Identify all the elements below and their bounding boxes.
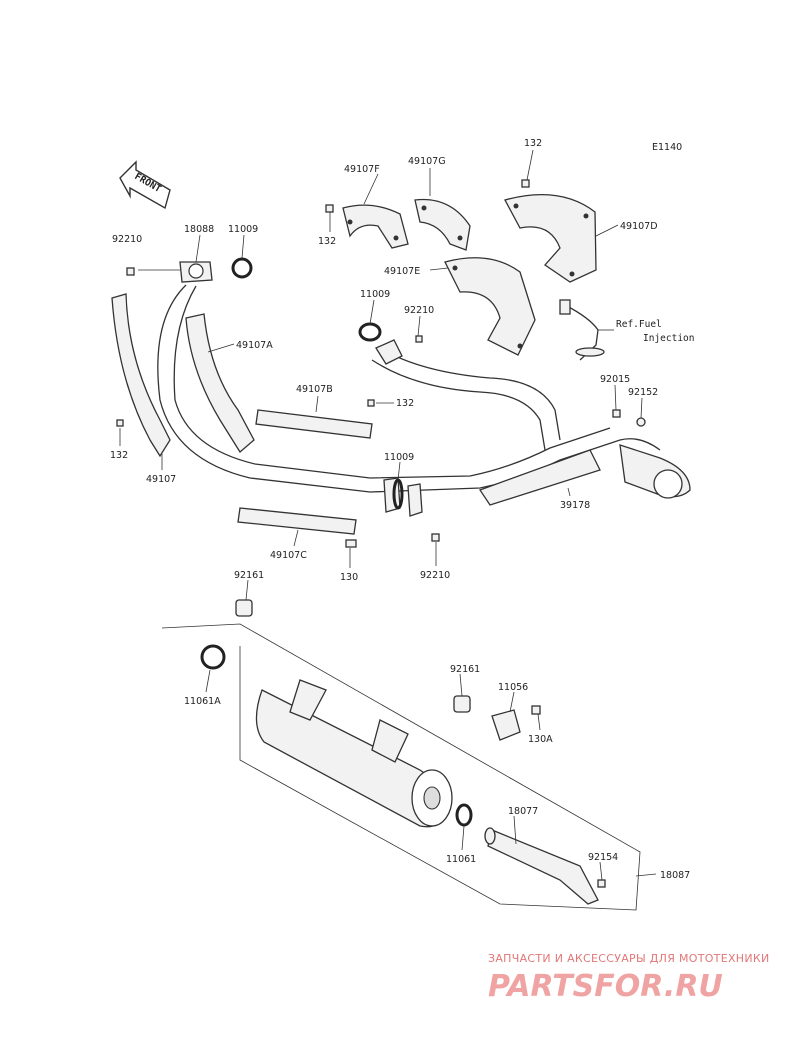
label-130: 130 <box>340 572 358 583</box>
nut-92210-c <box>431 533 440 542</box>
diagram-code: E1140 <box>652 142 682 153</box>
ref-note-line1: Ref.Fuel <box>616 319 662 330</box>
label-49107: 49107 <box>146 474 176 485</box>
collar-92161-a <box>235 599 253 617</box>
heat-shield-49107C <box>237 507 357 535</box>
label-92015: 92015 <box>600 374 630 385</box>
label-11009-c: 11009 <box>384 452 414 463</box>
bolt-130 <box>345 539 357 548</box>
collar-92161-b <box>453 695 471 713</box>
watermark-logo: PARTSFOR.RU <box>488 969 723 1004</box>
damper-11056 <box>491 709 521 741</box>
bolt-132-mid <box>367 399 375 407</box>
front-arrow-icon: FRONT <box>119 160 171 210</box>
o2-sensor <box>559 299 605 361</box>
label-18077: 18077 <box>508 806 538 817</box>
label-132-far: 132 <box>110 450 128 461</box>
nut-92015 <box>612 409 621 418</box>
nut-92154 <box>597 879 606 888</box>
exhaust-header-pipe <box>157 284 661 493</box>
gasket-11061A <box>200 644 226 670</box>
label-49107B: 49107B <box>296 384 333 395</box>
tail-pipe-18077 <box>484 827 599 905</box>
heat-shield-49107F <box>342 204 409 249</box>
label-49107E: 49107E <box>384 266 420 277</box>
muffler-18087 <box>255 679 453 828</box>
heat-shield-49107E <box>444 257 536 356</box>
label-11009-a: 11009 <box>228 224 258 235</box>
collector-39178 <box>479 444 691 506</box>
label-132-mid: 132 <box>396 398 414 409</box>
heat-shield-49107A <box>185 313 255 453</box>
label-92152: 92152 <box>628 387 658 398</box>
watermark-tagline: ЗАПЧАСТИ И АКСЕССУАРЫ ДЛЯ МОТОТЕХНИКИ <box>488 952 770 965</box>
watermark: ЗАПЧАСТИ И АКСЕССУАРЫ ДЛЯ МОТОТЕХНИКИ PA… <box>488 952 770 1004</box>
heat-shield-49107B <box>255 409 373 439</box>
label-39178: 39178 <box>560 500 590 511</box>
label-11061A: 11061A <box>184 696 221 707</box>
part-labels: 132 49107F 49107G 132 49107D 49107E 9221… <box>110 138 694 881</box>
label-92154: 92154 <box>588 852 618 863</box>
label-92161-b: 92161 <box>450 664 480 675</box>
label-49107A: 49107A <box>236 340 273 351</box>
leader-lines <box>119 149 657 881</box>
label-132-left: 132 <box>318 236 336 247</box>
label-132-top: 132 <box>524 138 542 149</box>
muffler-group-frame <box>161 623 641 911</box>
heat-shield-49107 <box>111 293 171 458</box>
ref-note-line2: Injection <box>643 333 694 344</box>
exhaust-header-pipe-upper <box>371 347 561 451</box>
label-18088: 18088 <box>184 224 214 235</box>
gasket-11009-a <box>231 257 253 279</box>
label-49107D: 49107D <box>620 221 658 232</box>
label-92210-a: 92210 <box>112 234 142 245</box>
label-11061: 11061 <box>446 854 476 865</box>
label-49107F: 49107F <box>344 164 380 175</box>
pipe-flange-rear <box>407 483 423 517</box>
label-92210-c: 92210 <box>420 570 450 581</box>
gasket-11009-b <box>358 322 382 342</box>
washer-92152 <box>636 417 646 427</box>
label-92210-b: 92210 <box>404 305 434 316</box>
label-49107G: 49107G <box>408 156 446 167</box>
label-11056: 11056 <box>498 682 528 693</box>
gasket-18088 <box>179 261 213 283</box>
nut-92210-b <box>415 335 423 343</box>
bolt-132-far <box>116 419 124 427</box>
label-18087: 18087 <box>660 870 690 881</box>
label-130A: 130A <box>528 734 553 745</box>
bolt-132-top <box>521 179 530 188</box>
bolt-132-left <box>325 204 334 213</box>
gasket-11061 <box>455 803 473 827</box>
heat-shield-49107G <box>414 198 471 251</box>
label-11009-b: 11009 <box>360 289 390 300</box>
label-49107C: 49107C <box>270 550 307 561</box>
nut-92210-a <box>126 267 135 276</box>
label-92161-a: 92161 <box>234 570 264 581</box>
bolt-130A <box>531 705 541 715</box>
heat-shield-49107D <box>504 194 597 283</box>
pipe-flange <box>375 339 403 365</box>
